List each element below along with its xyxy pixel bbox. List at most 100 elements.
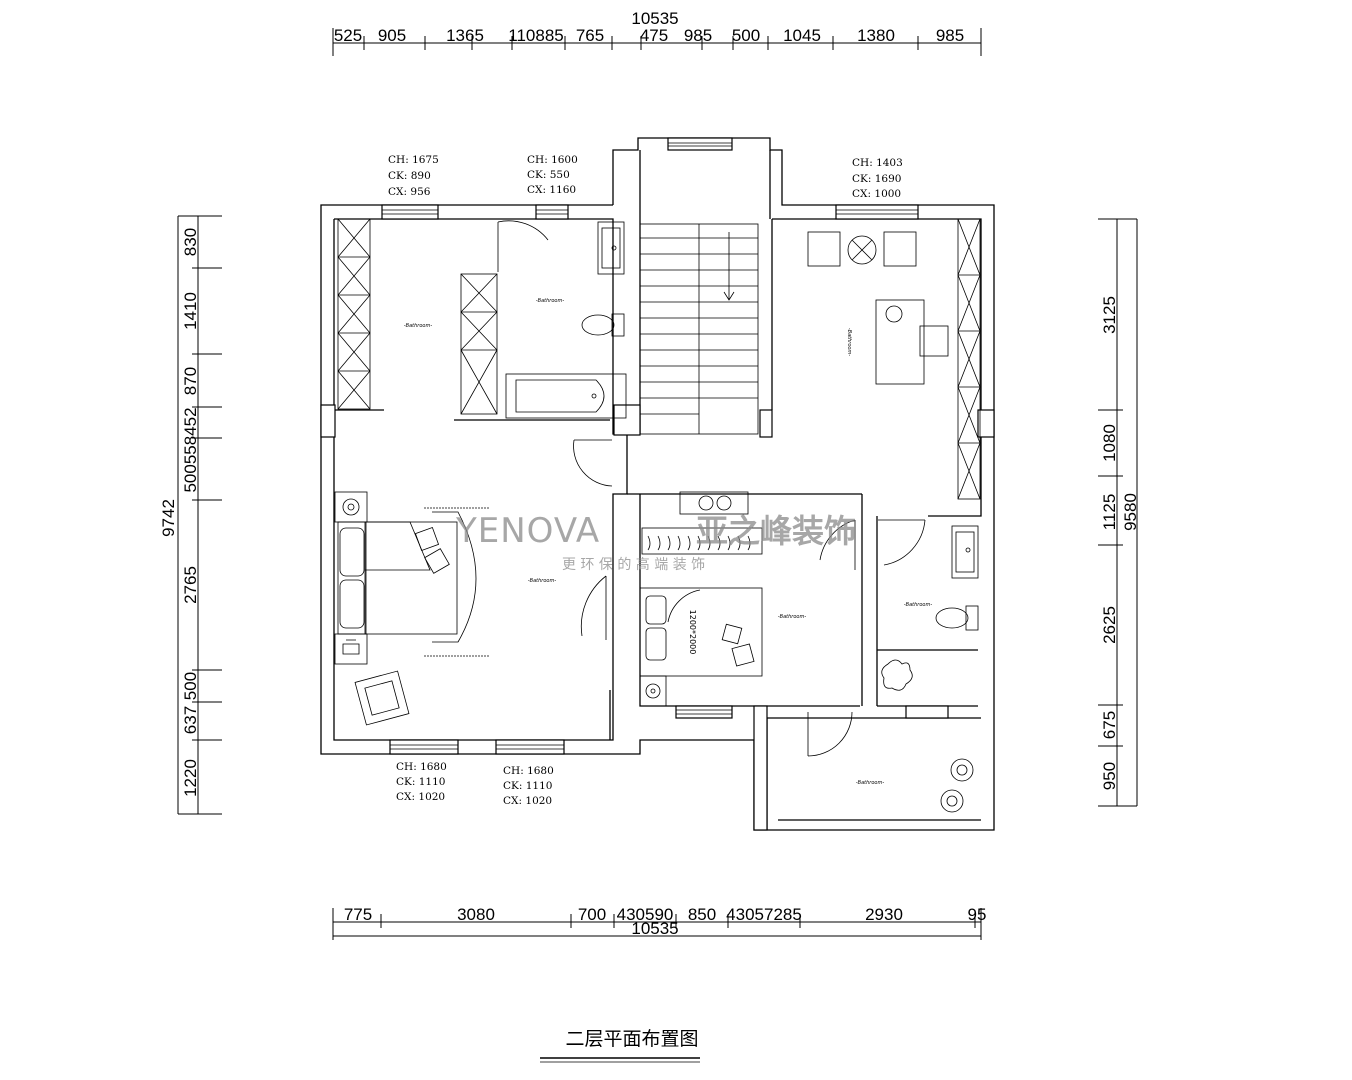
window-cx: CX: 1000 (852, 188, 901, 200)
right-dimension: 1125 (1100, 494, 1119, 531)
toilet-2 (935, 605, 979, 631)
room-tag: -Bathroom- (856, 780, 884, 786)
right-dimension: 2625 (1100, 606, 1119, 644)
staircase (639, 223, 759, 435)
top-dimension: 500 (732, 26, 760, 45)
lamp-table-2 (639, 675, 667, 707)
bottom-dimension: 430590 (617, 905, 674, 924)
bottom-dimension: 43057285 (726, 905, 802, 924)
window-label-4: CH: 1680 CK: 1110 CX: 1020 (396, 761, 447, 803)
wardrobe-right (957, 218, 981, 500)
top-dimension: 1045 (783, 26, 821, 45)
wardrobe-hanger-row (641, 527, 763, 555)
right-dimension: 950 (1100, 762, 1119, 790)
bottom-dimension: 700 (578, 905, 606, 924)
window-ck: CK: 550 (527, 169, 570, 181)
walls (320, 137, 995, 831)
armchair (354, 670, 410, 726)
bed-size-label: 1200*2000 (688, 610, 697, 655)
bottom-dimension: 3080 (457, 905, 495, 924)
top-dimension: 475 (640, 26, 668, 45)
bottom-dimension: 2930 (865, 905, 903, 924)
window-label-1: CH: 1675 CK: 890 CX: 956 (388, 154, 439, 198)
window-label-3: CH: 1403 CK: 1690 CX: 1000 (852, 157, 903, 200)
toilet-1 (581, 313, 625, 337)
top-dimension: 1380 (857, 26, 895, 45)
page-title: 二层平面布置图 (565, 1028, 698, 1050)
basin-2 (951, 525, 979, 579)
bottom-dimension: 775 (344, 905, 372, 924)
top-dimension: 1365 (446, 26, 484, 45)
study-chairs (807, 231, 917, 267)
wardrobe-left (337, 218, 371, 410)
room-tag: -Bathroom- (904, 602, 932, 608)
room-tags: -Bathroom- -Bathroom- -Bathroom- -Bathro… (404, 298, 932, 786)
bathtub (505, 373, 627, 419)
room-tag: -Bathroom- (846, 328, 852, 356)
left-dimension: 1410 (181, 292, 200, 330)
window-ch: CH: 1680 (396, 761, 447, 773)
left-dimension: 830 (181, 228, 200, 256)
window-ck: CK: 890 (388, 170, 431, 182)
right-dimension: 1080 (1100, 424, 1119, 462)
second-bed: 1200*2000 (639, 587, 763, 677)
basin-1 (597, 221, 625, 275)
window-cx: CX: 1020 (503, 795, 552, 807)
window-label-2: CH: 1600 CK: 550 CX: 1160 (527, 154, 578, 196)
right-dimension: 3125 (1100, 296, 1119, 334)
study-desk (875, 299, 949, 385)
room-tag: -Bathroom- (528, 578, 556, 584)
shower-plant (881, 659, 913, 691)
window-ch: CH: 1403 (852, 157, 903, 169)
watermark-logo: YENOVA 亚之峰装饰 更 环 保 的 高 端 装 饰 (455, 511, 856, 573)
window-label-5: CH: 1680 CK: 1110 CX: 1020 (503, 765, 554, 807)
top-dimension: 985 (684, 26, 712, 45)
nightstand-lamp (334, 491, 368, 523)
window-ch: CH: 1600 (527, 154, 578, 166)
top-total-dimension: 10535 (631, 9, 678, 28)
watermark-slogan: 更 环 保 的 高 端 装 饰 (562, 556, 705, 573)
bottom-total-dimension: 10535 (631, 919, 678, 938)
right-dimension: 675 (1100, 711, 1119, 739)
bottom-dimension-chain: 775 3080 700 430590 850 43057285 2930 95… (332, 905, 987, 940)
top-dimension: 985 (936, 26, 964, 45)
window-cx: CX: 1020 (396, 791, 445, 803)
bottom-dimension: 850 (688, 905, 716, 924)
window-ck: CK: 1690 (852, 173, 901, 185)
left-dimension-chain: 9742 830 1410 870 500558452 2765 500 637… (159, 215, 222, 815)
room-tag: -Bathroom- (404, 323, 432, 329)
top-dimension: 110885 (508, 26, 563, 45)
top-dimension: 905 (378, 26, 406, 45)
drawing-title: 二层平面布置图 (540, 1028, 700, 1063)
watermark-brand-cn: 亚之峰装饰 (696, 512, 856, 550)
window-ck: CK: 1110 (503, 780, 552, 792)
left-dimension: 870 (181, 367, 200, 395)
doors (497, 220, 926, 757)
window-ch: CH: 1680 (503, 765, 554, 777)
master-bed (337, 507, 490, 657)
right-dimension-chain: 9580 3125 1080 1125 2625 675 950 (1098, 218, 1140, 807)
window-cx: CX: 956 (388, 186, 431, 198)
left-dimension: 637 (181, 706, 200, 734)
top-dimension: 765 (576, 26, 604, 45)
top-dimension: 525 (334, 26, 362, 45)
left-dimension: 2765 (181, 566, 200, 604)
wardrobe-middle (460, 273, 498, 415)
bottom-dimension: 95 (968, 905, 987, 924)
balcony-plants (940, 758, 974, 813)
top-dimension-chain: 10535 525 905 1365 110885 765 475 985 50… (332, 9, 982, 56)
window-ck: CK: 1110 (396, 776, 445, 788)
window-cx: CX: 1160 (527, 184, 576, 196)
tv-cabinet (679, 491, 749, 515)
left-total-dimension: 9742 (159, 499, 178, 537)
room-tag: -Bathroom- (778, 614, 806, 620)
window-ch: CH: 1675 (388, 154, 439, 166)
room-tag: -Bathroom- (536, 298, 564, 304)
windows (381, 137, 949, 755)
left-dimension: 500 (181, 672, 200, 700)
right-total-dimension: 9580 (1121, 493, 1140, 531)
left-dimension: 500558452 (181, 407, 200, 492)
left-dimension: 1220 (181, 759, 200, 797)
nightstand-phone (334, 633, 368, 665)
